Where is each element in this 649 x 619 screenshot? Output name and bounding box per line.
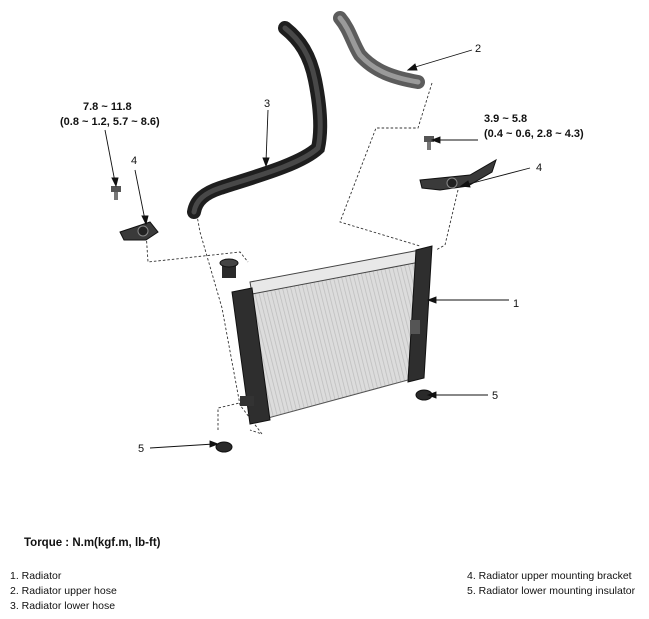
bolt-right — [424, 136, 434, 150]
upper-mounting-bracket-right — [419, 158, 497, 191]
callout-5-left: 5 — [138, 443, 144, 455]
radiator — [219, 245, 433, 425]
radiator-right-tank — [407, 245, 433, 383]
torque-right-line2: (0.4 ~ 0.6, 2.8 ~ 4.3) — [484, 128, 584, 140]
radiator-cap — [219, 258, 239, 268]
legend-item: 1. Radiator — [10, 570, 62, 582]
upper-mounting-bracket-left — [119, 221, 159, 241]
legend-item: 5. Radiator lower mounting insulator — [467, 585, 636, 597]
torque-left-line2: (0.8 ~ 1.2, 5.7 ~ 8.6) — [60, 116, 160, 128]
callout-4-left: 4 — [131, 155, 137, 167]
torque-left-line1: 7.8 ~ 11.8 — [83, 101, 132, 113]
bolt-left — [111, 186, 121, 200]
legend-item: 3. Radiator lower hose — [10, 600, 116, 612]
callout-2: 2 — [475, 43, 481, 55]
callout-4-right: 4 — [536, 162, 542, 174]
legend-item: 2. Radiator upper hose — [10, 585, 117, 597]
legend-item: 4. Radiator upper mounting bracket — [467, 570, 632, 582]
radiator-left-tank — [231, 287, 271, 425]
leader-lines — [104, 49, 531, 449]
legend-right: 4. Radiator upper mounting bracket 5. Ra… — [467, 569, 635, 599]
lower-mounting-insulator-left — [215, 441, 233, 453]
radiator-side-pipe — [410, 320, 420, 334]
radiator-upper-hose — [333, 11, 425, 89]
torque-unit-title: Torque : N.m(kgf.m, lb-ft) — [24, 537, 161, 549]
callout-3: 3 — [264, 98, 270, 110]
torque-right-line1: 3.9 ~ 5.8 — [484, 113, 527, 125]
callout-5-right: 5 — [492, 390, 498, 402]
radiator-lower-outlet — [240, 396, 254, 406]
legend-left: 1. Radiator 2. Radiator upper hose 3. Ra… — [10, 569, 117, 614]
callout-1: 1 — [513, 298, 519, 310]
radiator-exploded-diagram: 1 2 3 4 4 5 5 7.8 ~ 11.8 (0.8 ~ 1.2, 5.7… — [60, 11, 584, 455]
radiator-lower-hose — [187, 21, 328, 219]
